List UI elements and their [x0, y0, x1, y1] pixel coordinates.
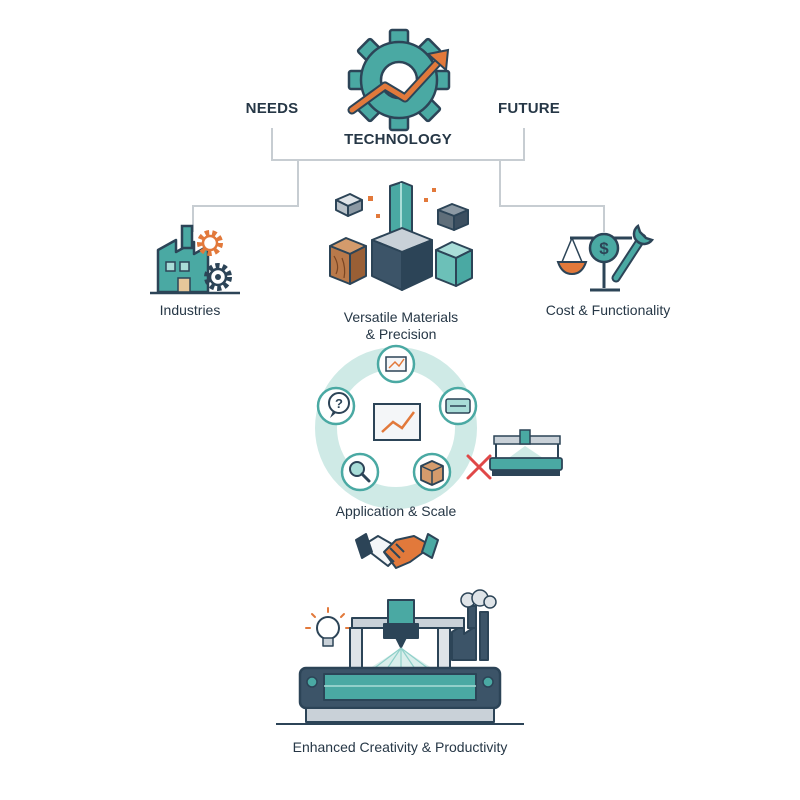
- cost-functionality-label: Cost & Functionality: [545, 302, 671, 318]
- handshake-icon: [355, 533, 439, 569]
- material-cubes-icon: [329, 181, 473, 291]
- application-scale-label: Application & Scale: [335, 503, 457, 519]
- future-label: FUTURE: [497, 100, 561, 117]
- technology-label: TECHNOLOGY: [344, 131, 452, 148]
- needs-label: NEEDS: [245, 100, 299, 117]
- industries-label: Industries: [159, 302, 221, 318]
- balance-scale-dollar-wrench-icon: $: [556, 223, 655, 292]
- svg-text:$: $: [599, 239, 609, 258]
- result-label: Enhanced Creativity & Productivity: [292, 739, 508, 755]
- materials-label-line2: & Precision: [365, 326, 437, 342]
- gear-with-rising-arrow-icon: [347, 28, 451, 132]
- application-cycle-icon: ?: [315, 344, 478, 509]
- laser-cutter-crossed-icon: [466, 429, 563, 480]
- factory-with-gears-icon: [150, 224, 240, 295]
- connector-lines: [192, 128, 605, 232]
- laser-cutting-machine-icon: [276, 589, 524, 725]
- materials-label-line1: Versatile Materials: [343, 309, 459, 325]
- svg-text:?: ?: [335, 396, 343, 411]
- materials-label: Versatile Materials & Precision: [314, 309, 488, 343]
